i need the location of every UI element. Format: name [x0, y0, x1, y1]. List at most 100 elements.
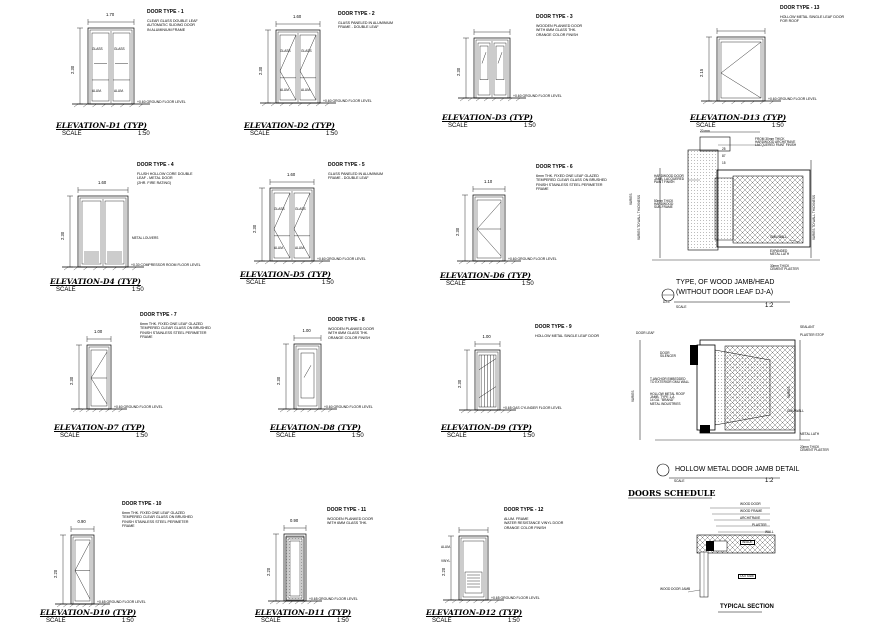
- door-annotation: ALUM.: [114, 89, 124, 93]
- metal-jamb-title: HOLLOW METAL DOOR JAMB DETAIL: [675, 466, 800, 473]
- door-elevation-d1: [72, 19, 150, 108]
- door-elevation-d5: [254, 179, 330, 265]
- door-description: 6mm THK. FIXED ONE LEAF GLAZED TEMPERED …: [122, 511, 193, 529]
- floor-level-label: +0.65 GROUND FLOOR LEVEL: [309, 597, 358, 601]
- door-description: WOODEN PLANKED DOOR WITH 6MM GLASS THK.: [327, 517, 374, 526]
- door-description: ALUM. FRAME WATER RESISTANCE VINYL DOOR …: [504, 517, 564, 530]
- door-elevations: [55, 19, 781, 608]
- door-height-dim: 2.15: [699, 68, 704, 77]
- metal-jamb-side-1: VARIES: [631, 390, 635, 402]
- section-label-wood-door: WOOD DOOR: [740, 502, 761, 506]
- wood-jamb-note-jamb: HARDWOOD DOOR JAMB, LACQUERED PAINT FINI…: [654, 174, 685, 185]
- door-type-label: DOOR TYPE - 4: [137, 162, 174, 168]
- metal-jamb-note-plaster-stop: PLASTER STOP: [800, 333, 825, 337]
- elevation-title: ELEVATION-D4 (TYP): [50, 277, 141, 286]
- door-description: 6mm THK. FIXED ONE LEAF GLAZED TEMPERED …: [536, 174, 607, 192]
- door-height-dim: 2.30: [456, 67, 461, 76]
- scale-value: 1:50: [132, 287, 144, 293]
- scale-label: SCALE: [56, 287, 76, 293]
- wood-jamb-note-subframe: 50mm THICK HARDWOOD SUB-FRAME: [654, 199, 674, 210]
- wood-jamb-note-lath: EXPANDED METAL LATH: [770, 249, 790, 257]
- metal-jamb-note-silencer: DOOR SILENCER: [660, 351, 676, 359]
- section-label-architrave: ARCHITRAVE: [740, 516, 761, 520]
- scale-value: 1:50: [523, 433, 535, 439]
- door-annotation: GLASS: [114, 47, 125, 51]
- door-elevation-d6: [457, 186, 521, 265]
- door-annotation: ALUM.: [295, 246, 305, 250]
- wood-jamb-detail-drawing: [652, 131, 820, 303]
- metal-jamb-note-plaster: 20mm THICK CEMENT PLASTER: [800, 445, 829, 453]
- door-annotation: VINYL: [441, 559, 451, 563]
- door-annotation: GLASS: [295, 207, 306, 211]
- metal-jamb-note-lath: METAL LATH: [800, 432, 820, 436]
- scale-label: SCALE: [250, 131, 270, 137]
- door-height-dim: 2.20: [441, 567, 446, 576]
- wood-jamb-note-architrave: FROM 30mm THICK HARDWOOD ARCHITRAVE LACQ…: [755, 137, 797, 148]
- door-type-label: DOOR TYPE - 13: [780, 5, 820, 11]
- door-description: FLUSH HOLLOW CORE DOUBLE LEAF - METAL DO…: [137, 172, 193, 185]
- floor-level-label: +0.60 GROUND FLOOR LEVEL: [317, 257, 366, 261]
- elevation-title: ELEVATION-D5 (TYP): [240, 270, 331, 279]
- floor-level-label: +0.60 GROUND FLOOR LEVEL: [324, 405, 373, 409]
- door-width-dim: 1.00: [94, 329, 103, 334]
- door-annotation: GLASS: [280, 49, 291, 53]
- door-width-dim: 1.00: [302, 328, 311, 333]
- metal-jamb-note-anchor: T-ANCHOR EMBEDDED TO EXTERIOR GMU WALL: [650, 377, 690, 385]
- scale-value: 1:50: [326, 131, 338, 137]
- door-width-dim: 1.60: [287, 172, 296, 177]
- door-annotation: METAL LOUVERS: [132, 236, 159, 240]
- floor-level-label: +0.30 COMPRESSOR ROOM FLOOR LEVEL: [131, 263, 201, 267]
- door-annotation: GLASS: [301, 49, 312, 53]
- floor-level-label: +0.60 GROUND FLOOR LEVEL: [513, 94, 562, 98]
- wood-jamb-side-2: VARIES TO WALL THICKNESS: [637, 194, 641, 240]
- door-height-dim: 2.20: [53, 569, 58, 578]
- scale-label: SCALE: [276, 433, 296, 439]
- floor-level-label: +0.65 GROUND FLOOR LEVEL: [491, 596, 540, 600]
- doors-schedule-title: DOORS SCHEDULE: [628, 488, 716, 498]
- wood-jamb-note-wall: GMU WALL: [770, 235, 787, 239]
- door-type-label: DOOR TYPE - 9: [535, 324, 572, 330]
- door-width-dim: 1.60: [293, 14, 302, 19]
- section-label-inside: INSIDE: [740, 540, 755, 546]
- door-height-dim: 2.30: [455, 227, 460, 236]
- scale-value: 1:50: [524, 123, 536, 129]
- elevation-title: ELEVATION-D13 (TYP): [690, 113, 787, 122]
- door-annotation: GLASS: [274, 207, 285, 211]
- door-elevation-d13: [701, 28, 781, 105]
- door-height-dim: 2.30: [258, 66, 263, 75]
- metal-jamb-note-wall: GMU WALL: [787, 409, 804, 413]
- door-height-dim: 2.30: [60, 231, 65, 240]
- metal-jamb-detail-drawing: [639, 339, 810, 479]
- door-type-label: DOOR TYPE - 3: [536, 14, 573, 20]
- door-annotation: ALUM.: [441, 545, 451, 549]
- floor-level-label: +0.60 GROUND FLOOR LEVEL: [508, 257, 557, 261]
- door-width-dim: 1.10: [484, 179, 493, 184]
- floor-level-label: +0.60 GROUND FLOOR LEVEL: [114, 405, 163, 409]
- door-type-label: DOOR TYPE - 11: [327, 507, 367, 513]
- wood-jamb-side-3: VARIES TO WALL THICKNESS: [812, 194, 816, 240]
- scale-value: 1:50: [138, 131, 150, 137]
- scale-label: SCALE: [696, 123, 716, 129]
- elevation-title: ELEVATION-D7 (TYP): [54, 423, 145, 432]
- door-description: HOLLOW METAL SINGLE LEAF DOOR FOR ROOF: [780, 15, 845, 24]
- door-elevation-d3: [458, 29, 526, 102]
- door-elevation-d11: [268, 525, 322, 605]
- door-type-label: DOOR TYPE - 6: [536, 164, 573, 170]
- wood-jamb-subtitle: (WITHOUT DOOR LEAF DJ-A): [676, 289, 774, 296]
- section-label-jamb: WOOD DOOR JAMB: [660, 587, 691, 591]
- scale-label: SCALE: [448, 123, 468, 129]
- door-elevation-d8: [278, 335, 337, 413]
- door-width-dim: 0.90: [77, 519, 86, 524]
- door-elevation-d4: [62, 187, 144, 271]
- wood-jamb-title: TYPE, OF WOOD JAMB/HEAD: [676, 279, 775, 286]
- scale-label: SCALE: [60, 433, 80, 439]
- elevation-title: ELEVATION-D12 (TYP): [426, 608, 523, 617]
- door-height-dim: 2.30: [276, 376, 281, 385]
- wood-jamb-dim-3: 87: [722, 154, 726, 158]
- elevation-title: ELEVATION-D6 (TYP): [440, 271, 531, 280]
- scale-value: 1:50: [322, 280, 334, 286]
- section-label-plaster: PLASTER: [752, 523, 767, 527]
- wood-jamb-dim-2: 25: [722, 147, 726, 151]
- metal-jamb-scale: 1:2: [765, 478, 774, 484]
